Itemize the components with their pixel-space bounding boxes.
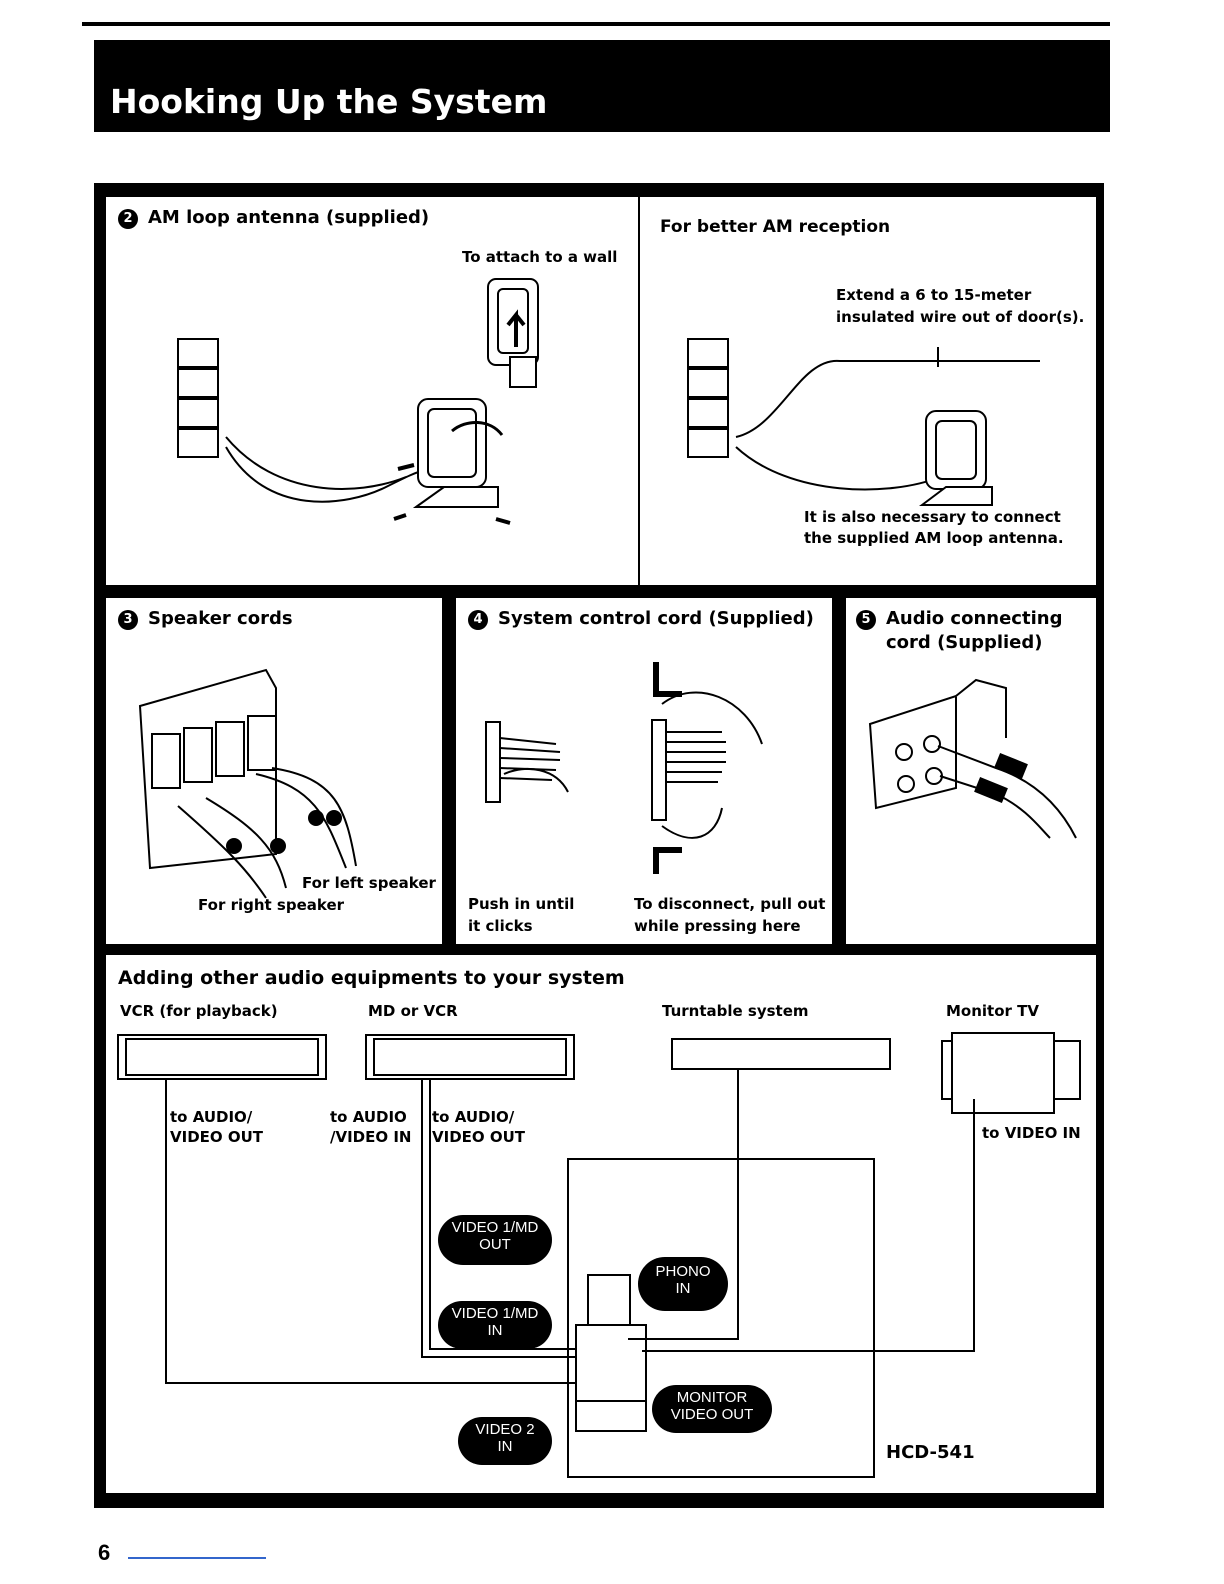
- panel-adding-equipment: Adding other audio equipments to your sy…: [106, 955, 1096, 1493]
- md-out-label-2: VIDEO OUT: [432, 1128, 526, 1146]
- connect-note-line1: It is also necessary to connect: [804, 508, 1061, 526]
- md-in-label-2: /VIDEO IN: [330, 1128, 412, 1146]
- md-out-label-1: to AUDIO/: [432, 1108, 515, 1126]
- vcr-out-label-2: VIDEO OUT: [170, 1128, 264, 1146]
- phono-in-jack-line2: IN: [675, 1280, 691, 1297]
- am-antenna-illustration: [177, 278, 539, 525]
- push-note-line2: it clicks: [468, 917, 533, 935]
- instruction-frame: 2 AM loop antenna (supplied) To attach to…: [94, 183, 1104, 1508]
- footer-rule: [128, 1557, 266, 1559]
- video1-out-jack-line1: VIDEO 1/MD: [451, 1219, 539, 1236]
- video1-out-jack-line2: OUT: [479, 1236, 511, 1253]
- speaker-terminal-illustration: [138, 668, 357, 899]
- tv-in-label: to VIDEO IN: [982, 1124, 1081, 1142]
- step-number: 5: [856, 610, 876, 630]
- page-number: 6: [98, 1540, 111, 1565]
- phono-in-jack-line1: PHONO: [655, 1263, 711, 1280]
- md-in-label-1: to AUDIO: [330, 1108, 407, 1126]
- monitor-jack-line1: MONITOR: [676, 1389, 748, 1406]
- am-reception-title: For better AM reception: [660, 217, 891, 237]
- vcr-out-label-1: to AUDIO/: [170, 1108, 253, 1126]
- turntable-label: Turntable system: [662, 1002, 809, 1020]
- wall-note: To attach to a wall: [462, 248, 618, 266]
- am-reception-illustration: [687, 338, 1040, 506]
- panel-am-reception: For better AM reception Extend a 6 to 15…: [640, 197, 1096, 585]
- audio-cord-illustration: [868, 678, 1077, 839]
- monitor-jack-line2: VIDEO OUT: [670, 1406, 754, 1423]
- push-note-line1: Push in until: [468, 895, 575, 913]
- adding-title: Adding other audio equipments to your sy…: [118, 967, 625, 989]
- video1-in-jack-line1: VIDEO 1/MD: [451, 1305, 539, 1322]
- top-rule: [82, 22, 1110, 26]
- audio-cord-title-line2: cord (Supplied): [886, 632, 1043, 653]
- am-antenna-title: AM loop antenna (supplied): [148, 207, 430, 228]
- md-label: MD or VCR: [368, 1002, 458, 1020]
- panel-audio-cord: 5 Audio connecting cord (Supplied): [846, 598, 1096, 944]
- audio-cord-title-line1: Audio connecting: [886, 608, 1063, 629]
- connect-note-line2: the supplied AM loop antenna.: [804, 529, 1064, 547]
- left-speaker-label: For left speaker: [302, 874, 436, 892]
- step-number: 2: [118, 209, 138, 229]
- connection-diagram: [117, 1032, 1081, 1478]
- right-speaker-label: For right speaker: [198, 896, 345, 914]
- panel-am-antenna: 2 AM loop antenna (supplied) To attach to…: [106, 197, 638, 585]
- step-number: 3: [118, 610, 138, 630]
- extend-note-line1: Extend a 6 to 15-meter: [836, 286, 1032, 304]
- panel-system-control: 4 System control cord (Supplied) Push in …: [456, 598, 832, 944]
- panel-title: 5 Audio connecting: [856, 608, 1062, 630]
- page-title: Hooking Up the System: [110, 82, 548, 121]
- panel-speaker-cords: 3 Speaker cords For left speaker For righ…: [106, 598, 442, 944]
- system-control-illustration: [485, 662, 763, 874]
- video2-in-jack-line2: IN: [497, 1438, 513, 1455]
- extend-note-line2: insulated wire out of door(s).: [836, 308, 1085, 326]
- panel-title: 2 AM loop antenna (supplied): [118, 207, 429, 229]
- speaker-title: Speaker cords: [148, 608, 293, 629]
- panel-title: 3 Speaker cords: [118, 608, 293, 630]
- model-label: HCD-541: [886, 1442, 975, 1463]
- step-number: 4: [468, 610, 488, 630]
- panel-title: 4 System control cord (Supplied): [468, 608, 814, 630]
- monitor-tv-label: Monitor TV: [946, 1002, 1039, 1020]
- disconnect-note-line2: while pressing here: [634, 917, 801, 935]
- system-control-title: System control cord (Supplied): [498, 608, 814, 629]
- video2-in-jack-line1: VIDEO 2: [475, 1421, 535, 1438]
- vcr-label: VCR (for playback): [120, 1002, 278, 1020]
- disconnect-note-line1: To disconnect, pull out: [634, 895, 826, 913]
- video1-in-jack-line2: IN: [487, 1322, 503, 1339]
- title-banner: Hooking Up the System: [94, 40, 1110, 132]
